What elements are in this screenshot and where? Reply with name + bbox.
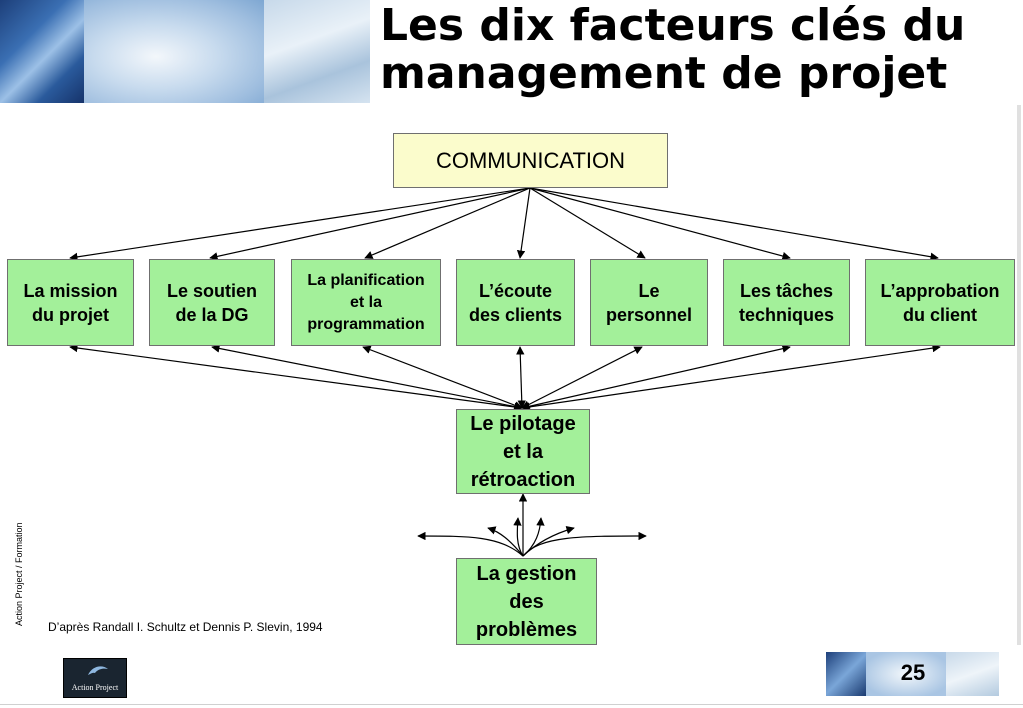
- footer-image-keyboard: [826, 652, 866, 696]
- mission-label: La mission du projet: [23, 280, 118, 325]
- pilotage-arrows: [69, 343, 941, 412]
- slide-title: Les dix facteurs clés du management de p…: [380, 0, 966, 99]
- soutien-box: Le soutien de la DG: [149, 259, 275, 346]
- communication-box: COMMUNICATION: [393, 133, 668, 188]
- banner-image-keyboard: [0, 0, 84, 103]
- footer-image-clock: [946, 652, 999, 696]
- pilotage-box: Le pilotage et la rétroaction: [456, 409, 590, 494]
- action-project-logo: Action Project: [63, 658, 127, 698]
- personnel-box: Le personnel: [590, 259, 708, 346]
- pilotage-label: Le pilotage et la rétroaction: [470, 412, 576, 491]
- logo-text: Action Project: [71, 683, 119, 692]
- page-number: 25: [900, 660, 926, 685]
- planification-box: La planification et la programmation: [291, 259, 441, 346]
- taches-label: Les tâches techniques: [738, 280, 835, 325]
- approbation-label: L’approbation du client: [880, 280, 1000, 325]
- planification-label: La planification et la programmation: [307, 271, 425, 333]
- communication-arrows: [69, 187, 939, 262]
- ecoute-label: L’écoute des clients: [468, 280, 563, 325]
- header-banner-images: [0, 0, 370, 103]
- taches-box: Les tâches techniques: [723, 259, 850, 346]
- footer-banner-images: [826, 652, 999, 696]
- gestion-arrows: [417, 493, 647, 557]
- soutien-label: Le soutien de la DG: [166, 280, 257, 325]
- dolphin-icon: [88, 666, 108, 675]
- gestion-label: La gestion des problèmes: [475, 562, 578, 641]
- bottom-rule: [0, 704, 1023, 705]
- side-label: Action Project / Formation: [14, 522, 24, 626]
- ecoute-box: L’écoute des clients: [456, 259, 575, 346]
- source-citation: D’après Randall I. Schultz et Dennis P. …: [48, 620, 323, 634]
- approbation-box: L’approbation du client: [865, 259, 1015, 346]
- gestion-box: La gestion des problèmes: [456, 558, 597, 645]
- personnel-label: Le personnel: [605, 280, 693, 325]
- banner-image-clock: [264, 0, 370, 103]
- mission-box: La mission du projet: [7, 259, 134, 346]
- banner-image-globe: [84, 0, 264, 103]
- footer-image-globe: [866, 652, 946, 696]
- communication-label: COMMUNICATION: [435, 147, 626, 173]
- right-border-rule: [1017, 105, 1021, 645]
